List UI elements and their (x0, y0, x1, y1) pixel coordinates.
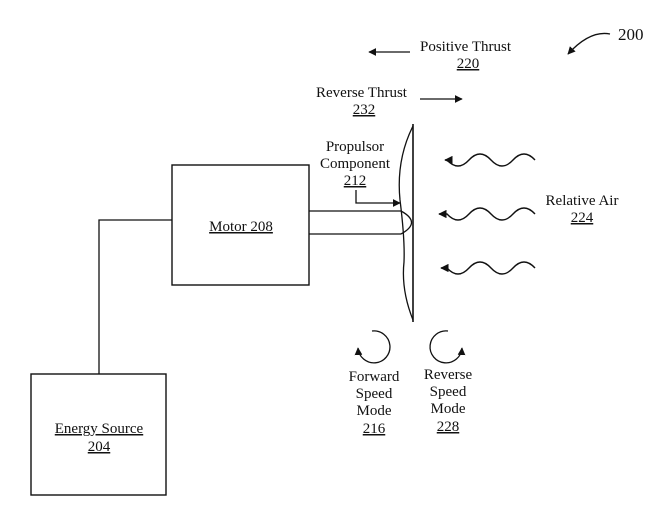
reverse-mode-line2: Speed (430, 384, 467, 400)
figure-ref-leader (567, 32, 611, 55)
reverse-thrust-ref: 232 (353, 102, 376, 118)
reverse-mode-line3: Mode (431, 401, 466, 417)
reverse-thrust-label: Reverse Thrust (316, 85, 408, 101)
reverse-mode-ref: 228 (437, 419, 460, 435)
relative-air-arrow-middle (438, 207, 536, 221)
relative-air-label: Relative Air (546, 193, 619, 209)
energy-source-box (30, 373, 167, 496)
propulsor-blade (398, 125, 414, 321)
propulsor-label-line1: Propulsor (326, 139, 384, 155)
power-connection-line (98, 219, 172, 374)
motor-box (171, 164, 310, 286)
positive-thrust-ref: 220 (457, 56, 480, 72)
propulsor-label-line2: Component (320, 156, 391, 172)
forward-mode-line2: Speed (356, 386, 393, 402)
shaft-hub (400, 210, 413, 235)
propulsor-ref: 212 (344, 173, 367, 189)
positive-thrust-label: Positive Thrust (420, 39, 512, 55)
propulsor-leader (355, 190, 401, 207)
energy-source-label: Energy Source (55, 421, 144, 437)
forward-mode-ref: 216 (363, 421, 386, 437)
reverse-rotation-icon (429, 330, 466, 364)
forward-rotation-icon (354, 330, 391, 364)
relative-air-ref: 224 (571, 210, 594, 226)
motor-label: Motor 208 (209, 219, 273, 235)
relative-air-arrow-top (444, 153, 536, 167)
forward-mode-line1: Forward (349, 369, 400, 385)
energy-source-ref: 204 (88, 439, 111, 455)
reverse-mode-line1: Reverse (424, 367, 473, 383)
forward-mode-line3: Mode (357, 403, 392, 419)
figure-ref-label: 200 (618, 25, 644, 44)
relative-air-arrow-bottom (440, 261, 536, 275)
